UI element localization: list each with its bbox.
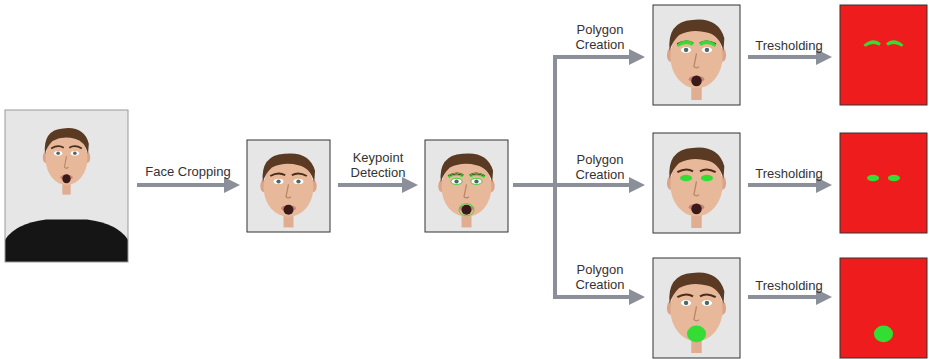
step-label: Polygon Creation: [570, 22, 630, 52]
step-label: Polygon Creation: [570, 262, 630, 292]
step-label: Keypoint Detection: [345, 150, 411, 180]
step-label: Tresholding: [755, 278, 822, 293]
step-label: Tresholding: [755, 166, 822, 181]
step-label: Face Cropping: [145, 164, 230, 179]
step-label: Tresholding: [755, 38, 822, 53]
step-label: Polygon Creation: [570, 152, 630, 182]
